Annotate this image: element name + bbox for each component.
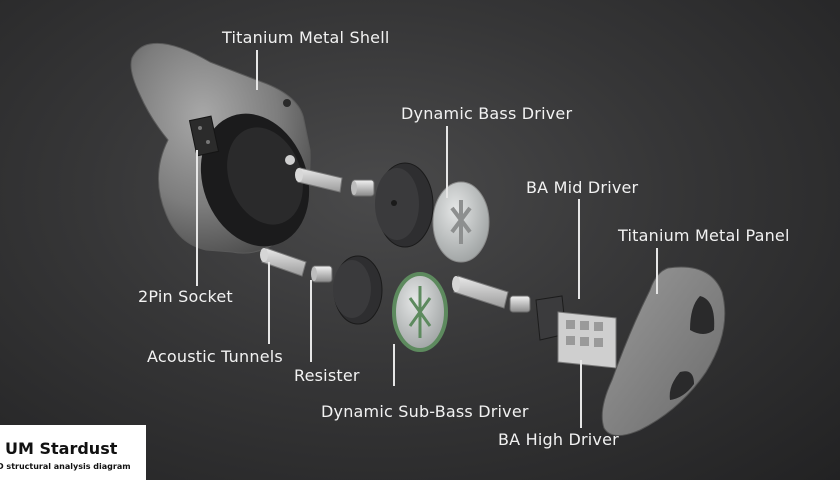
ba-tube [452,275,509,309]
leader-panel [656,248,658,294]
leader-sub-bass [393,344,395,386]
leader-acoustic-tunnels [268,262,270,344]
label-2pin-socket: 2Pin Socket [138,287,233,306]
label-ba-mid-driver: BA Mid Driver [526,178,639,197]
leader-socket [196,150,198,286]
label-ba-high-driver: BA High Driver [498,430,619,449]
resistor-lower [311,265,333,283]
leader-resister [310,280,312,362]
ba-resistor [509,295,531,313]
label-dynamic-bass-driver: Dynamic Bass Driver [401,104,573,123]
label-titanium-metal-shell: Titanium Metal Shell [222,28,390,47]
resistor-upper [351,179,375,197]
brand-title: UM Stardust [5,439,118,458]
ba-high-driver-part [557,311,617,369]
dynamic-sub-bass-driver-part [333,255,448,352]
label-acoustic-tunnels: Acoustic Tunnels [147,347,283,366]
dynamic-bass-driver-part [375,162,490,263]
label-dynamic-sub-bass-driver: Dynamic Sub-Bass Driver [321,402,529,421]
leader-ba-high [580,360,582,428]
two-pin-socket-part [188,115,220,157]
brand-caption-box: UM Stardust D structural analysis diagra… [0,425,146,480]
label-resister: Resister [294,366,360,385]
label-titanium-metal-panel: Titanium Metal Panel [618,226,790,245]
acoustic-tube-lower [260,247,307,277]
leader-bass-driver [446,126,448,198]
leader-ba-mid [578,199,580,299]
titanium-shell [130,42,311,254]
titanium-panel [601,266,726,436]
acoustic-tube-upper [295,167,343,193]
leader-shell [256,50,258,90]
brand-subtitle: D structural analysis diagram [0,462,131,471]
